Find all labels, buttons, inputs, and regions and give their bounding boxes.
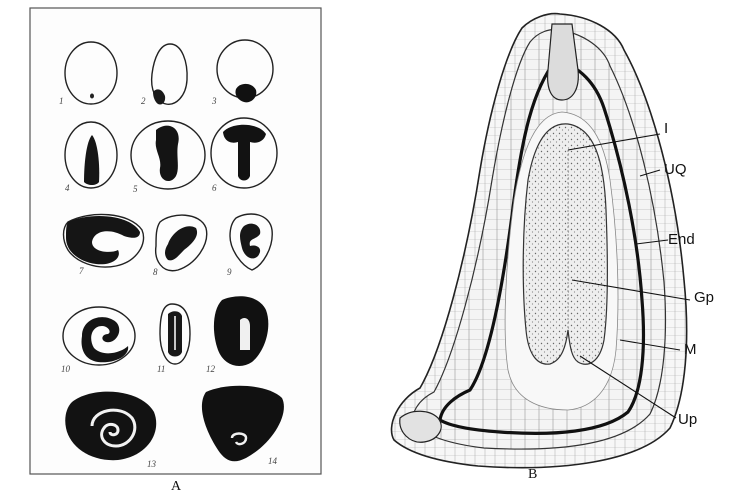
figure-number: 12 — [206, 364, 216, 374]
figure-number: 8 — [153, 267, 158, 277]
callout-label-end: End — [668, 231, 695, 248]
figure-number: 13 — [147, 459, 157, 469]
panel-a-label: A — [171, 479, 182, 492]
callout-label-gp: Gp — [694, 289, 714, 306]
figure-number: 9 — [227, 267, 232, 277]
callout-label-m: M — [684, 341, 697, 358]
figure-number: 11 — [157, 364, 165, 374]
panel-b: I UQ End Gp M Up B — [392, 14, 715, 482]
panel-a: 1 2 3 4 5 6 7 8 9 10 11 12 13 14 A — [30, 8, 321, 492]
figure-number: 2 — [141, 96, 146, 106]
figure-number: 14 — [268, 456, 278, 466]
callout-label-up: Up — [678, 411, 697, 428]
figure-number: 4 — [65, 183, 70, 193]
callout-label-uq: UQ — [664, 161, 687, 178]
callout-label-i: I — [664, 120, 668, 137]
micropyle — [548, 24, 579, 100]
figure-number: 7 — [79, 266, 84, 276]
figure-number: 1 — [59, 96, 64, 106]
embryo — [523, 124, 607, 364]
figure-number: 6 — [212, 183, 217, 193]
figure-number: 10 — [61, 364, 71, 374]
panel-b-label: B — [528, 467, 537, 482]
figure-number: 3 — [211, 96, 217, 106]
figure-number: 5 — [133, 184, 138, 194]
